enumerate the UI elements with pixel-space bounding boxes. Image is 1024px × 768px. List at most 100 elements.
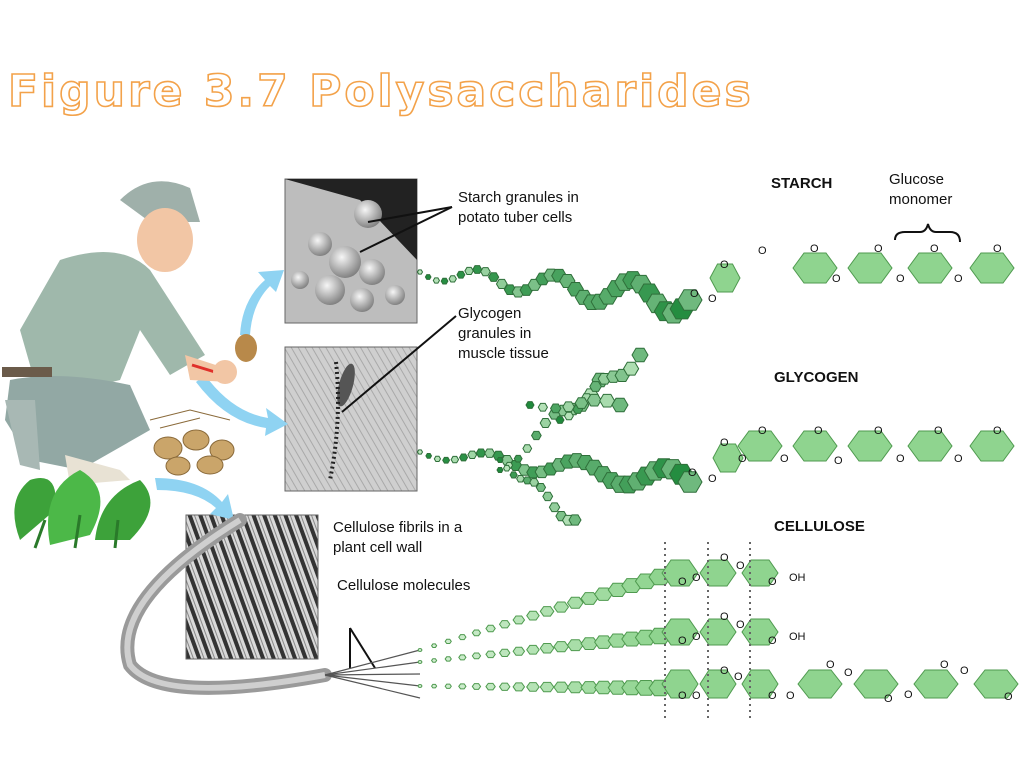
potato-icon (235, 334, 257, 362)
header-cellulose: CELLULOSE (774, 518, 865, 535)
cellulose-strand-unit (566, 596, 584, 609)
cellulose-strand-unit (553, 601, 570, 613)
starch-chain-unit (424, 274, 432, 280)
starch-oxygen-label: O (874, 243, 883, 255)
starch-chain-unit (456, 270, 466, 279)
starch-chain-unit (440, 277, 449, 285)
glycogen-branch-unit (535, 482, 547, 492)
arrows (155, 270, 288, 520)
glycogen-chain-unit (433, 455, 442, 463)
starch-oxygen-label: O (896, 273, 905, 285)
cellulose-oxygen-label: O (736, 619, 745, 631)
man-illustration (2, 181, 257, 485)
cellulose-oxygen-label: O (940, 659, 949, 671)
starch-oxygen-label: O (954, 273, 963, 285)
cellulose-strand-unit (498, 648, 511, 657)
cellulose-strand-unit (512, 682, 526, 692)
glycogen-oxygen-label: O (688, 467, 697, 479)
glycogen-branch-unit (589, 381, 602, 392)
starch-oxygen-label: O (690, 288, 699, 300)
pointer-lines (341, 206, 457, 669)
glycogen-branch-unit (529, 478, 540, 487)
cellulose-strand-unit (566, 639, 584, 652)
cellulose-strand-unit (430, 643, 438, 648)
cellulose-glucose-ring (699, 559, 737, 587)
glycogen-chain-unit (475, 448, 487, 458)
cellulose-strand-unit (471, 629, 482, 637)
glycogen-branch-unit (586, 393, 602, 407)
starch-glucose-ring (907, 252, 953, 284)
page-title: Figure 3.7 Polysaccharides (7, 65, 754, 118)
glycogen-branch-unit (555, 416, 565, 424)
glycogen-chain-unit (467, 450, 478, 459)
cellulose-glucose-ring (661, 618, 699, 646)
header-glycogen: GLYCOGEN (774, 369, 859, 386)
starch-glucose-ring (709, 263, 741, 293)
cellulose-strand-unit (553, 641, 570, 653)
cellulose-oxygen-label: O (768, 576, 777, 588)
cellulose-fiber-cable (120, 513, 421, 699)
cellulose-oxygen-label: O (736, 560, 745, 572)
glycogen-oxygen-label: O (934, 425, 943, 437)
cellulose-hydroxyl-label: OH (789, 572, 806, 584)
glycogen-chain-unit (458, 453, 469, 462)
cellulose-oxygen-label: O (678, 576, 687, 588)
glycogen-oxygen-label: O (814, 425, 823, 437)
glycogen-branch-unit (539, 417, 552, 428)
starch-chain-unit (416, 269, 424, 275)
glycogen-branch-unit (542, 491, 554, 502)
cellulose-oxygen-label: O (678, 635, 687, 647)
glycogen-glucose-ring (907, 430, 953, 462)
cellulose-strand-unit (485, 650, 496, 659)
glucose-chains (416, 265, 703, 526)
cellulose-strand-unit (526, 610, 540, 621)
cellulose-strand-unit (430, 683, 438, 689)
cap-icon (120, 181, 200, 222)
arrow-to-cellulose (155, 478, 234, 520)
starch-oxygen-label: O (993, 243, 1002, 255)
cellulose-strand-unit (498, 620, 511, 629)
cellulose-strand-unit (471, 683, 482, 690)
cellulose-oxygen-label: O (692, 631, 701, 643)
starch-oxygen-label: O (930, 243, 939, 255)
glycogen-chain-unit (450, 455, 460, 464)
glycogen-glucose-ring (712, 443, 744, 473)
cellulose-oxygen-label: O (904, 689, 913, 701)
label-glucose-monomer: Glucose monomer (889, 171, 953, 208)
glycogen-branch-unit (522, 444, 533, 453)
cellulose-strand-unit (512, 615, 526, 625)
glycogen-glucose-ring (737, 430, 783, 462)
starch-oxygen-label: O (758, 245, 767, 257)
glycogen-branch-unit (513, 454, 523, 463)
cellulose-strand-unit (526, 644, 540, 655)
cellulose-oxygen-label: O (844, 667, 853, 679)
cellulose-strand-unit (498, 682, 511, 691)
cellulose-oxygen-label: O (768, 635, 777, 647)
label-starch-granules: Starch granules in potato tuber cells (458, 189, 579, 226)
cellulose-strand-unit (539, 681, 555, 693)
label-glycogen-granules: Glycogen granules in muscle tissue (458, 305, 549, 362)
glycogen-branch-unit (525, 401, 535, 409)
glycogen-chain-unit (442, 456, 451, 464)
glycogen-oxygen-label: O (874, 425, 883, 437)
cellulose-glucose-ring (699, 669, 737, 699)
arrow-to-glycogen (196, 375, 288, 436)
glycogen-oxygen-label: O (954, 453, 963, 465)
cellulose-oxygen-label: O (720, 611, 729, 623)
starch-glucose-ring (847, 252, 893, 284)
glycogen-branch-unit (622, 361, 640, 376)
cellulose-oxygen-label: O (734, 671, 743, 683)
glycogen-glucose-ring (792, 430, 838, 462)
glycogen-chain-unit (425, 452, 433, 459)
cellulose-strand-unit (471, 652, 482, 660)
glycogen-branch-unit (574, 397, 589, 409)
cellulose-oxygen-label: O (768, 690, 777, 702)
plant-illustration (14, 470, 151, 549)
cellulose-oxygen-label: O (692, 572, 701, 584)
cellulose-oxygen-label: O (1004, 691, 1013, 703)
starch-micrograph (284, 178, 418, 324)
cellulose-strand-unit (458, 634, 467, 641)
cellulose-strand-unit (458, 654, 467, 661)
cellulose-glucose-ring (661, 559, 699, 587)
cellulose-strand-unit (444, 656, 452, 662)
